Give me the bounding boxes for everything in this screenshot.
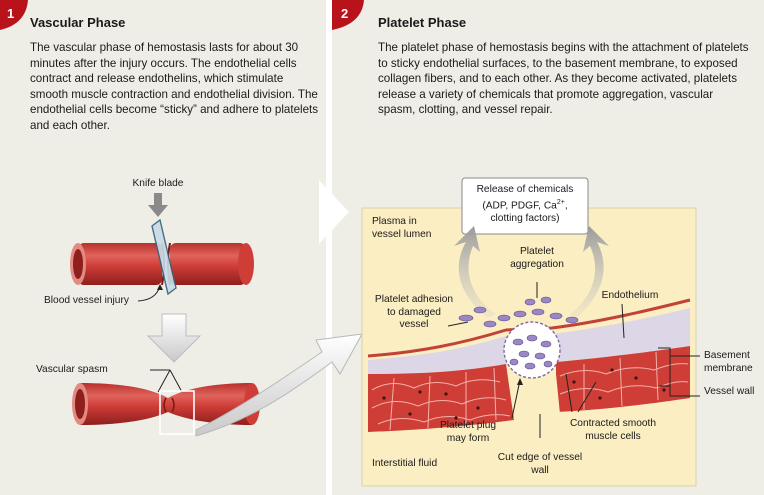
knife-arrow xyxy=(148,193,168,217)
plasma-label: Plasma in vessel lumen xyxy=(372,216,432,240)
blood-vessel-injury-label: Blood vessel injury xyxy=(44,295,129,306)
panel2-number: 2 xyxy=(341,6,349,21)
muscle-nuclei xyxy=(382,368,666,420)
panel1-number: 1 xyxy=(7,6,15,21)
plug-leader-head xyxy=(517,378,523,385)
callout-line2: (ADP, PDGF, Ca2+, xyxy=(464,197,586,213)
platelet-aggregation-label: Platelet aggregation xyxy=(510,246,564,270)
basement-membrane-label: Basement membrane xyxy=(704,350,753,374)
spasm-leader xyxy=(150,369,183,393)
panel1-title: Vascular Phase xyxy=(30,15,126,30)
chemicals-callout xyxy=(461,177,589,235)
vessel-wall-label: Vessel wall xyxy=(704,386,755,397)
knife-blade-label: Knife blade xyxy=(132,178,184,189)
aggregated-platelets xyxy=(458,296,579,328)
muscle-cells-left xyxy=(371,367,511,431)
panel1-number-badge xyxy=(0,0,28,30)
callout-line2-sup: 2+ xyxy=(556,198,565,206)
release-arrow-right xyxy=(570,226,609,318)
knife-blade xyxy=(151,218,177,296)
zoom-arrow xyxy=(195,333,363,437)
contracted-muscle-label: Contracted smooth muscle cells xyxy=(569,418,657,442)
release-arrow-left xyxy=(454,226,496,318)
panel-connector-chevron xyxy=(319,180,349,244)
panel2-number-badge xyxy=(332,0,364,30)
blood-vessel-spasm xyxy=(72,383,260,425)
callout-line2-prefix: (ADP, PDGF, Ca xyxy=(482,199,557,211)
panel-divider xyxy=(326,0,332,495)
platelet-adhesion-label: Platelet adhesion to damaged vessel xyxy=(374,294,454,331)
cut-edge-label: Cut edge of vessel wall xyxy=(497,452,583,476)
callout-line2-suffix: , xyxy=(564,199,568,211)
panel2-body: The platelet phase of hemostasis begins … xyxy=(378,41,749,117)
interstitial-fluid-label: Interstitial fluid xyxy=(372,458,438,469)
leader-lines xyxy=(447,282,700,438)
chemicals-callout-text: Release of chemicals (ADP, PDGF, Ca2+, c… xyxy=(464,184,586,225)
callout-line3: clotting factors) xyxy=(490,212,560,224)
platelet-plug-cells xyxy=(509,334,553,370)
endothelium-label: Endothelium xyxy=(601,290,659,301)
muscle-cells-right xyxy=(559,351,689,410)
injury-leader-head xyxy=(157,284,163,290)
panel2-title: Platelet Phase xyxy=(378,15,467,30)
zoom-box xyxy=(159,390,195,435)
panel1-body: The vascular phase of hemostasis lasts f… xyxy=(30,41,319,132)
platelet-plug xyxy=(503,321,561,379)
platelet-plug-label: Platelet plug may form xyxy=(439,420,497,444)
callout-line1: Release of chemicals xyxy=(476,184,574,195)
down-arrow xyxy=(146,313,202,363)
blood-vessel-cut xyxy=(70,242,254,286)
vascular-spasm-label: Vascular spasm xyxy=(36,364,108,375)
